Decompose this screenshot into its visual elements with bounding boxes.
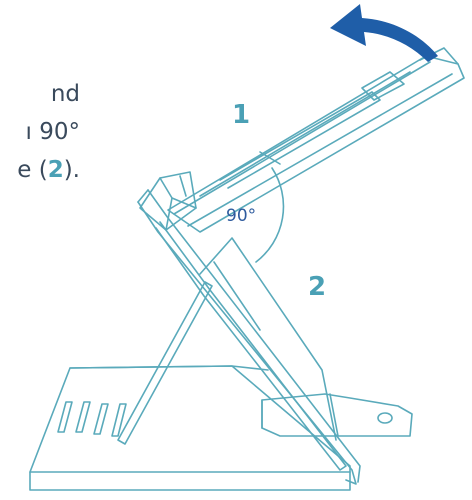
- angle-arc: [255, 167, 285, 263]
- top-plate: [167, 47, 465, 233]
- upright: [137, 189, 361, 485]
- hinge-block: [139, 171, 197, 231]
- caption-text: nd ı 90° e (2).: [0, 75, 80, 189]
- part-label-1: 1: [232, 100, 251, 130]
- right-foot: [261, 393, 413, 437]
- caption-line-2: ı 90°: [25, 119, 80, 145]
- base-plate: [29, 365, 351, 491]
- caption-line-3-post: ).: [63, 157, 80, 183]
- base-slots: [57, 401, 127, 437]
- caption-line-3: e (2).: [0, 151, 80, 189]
- part-label-2: 2: [308, 272, 327, 302]
- caption-line-1: nd: [50, 81, 80, 107]
- rotation-arrow-icon: [330, 4, 438, 62]
- caption-line-3-pre: e (: [17, 157, 48, 183]
- angle-label: 90°: [226, 206, 257, 226]
- caption-line-3-num: 2: [47, 157, 64, 183]
- support-legs: [117, 221, 347, 471]
